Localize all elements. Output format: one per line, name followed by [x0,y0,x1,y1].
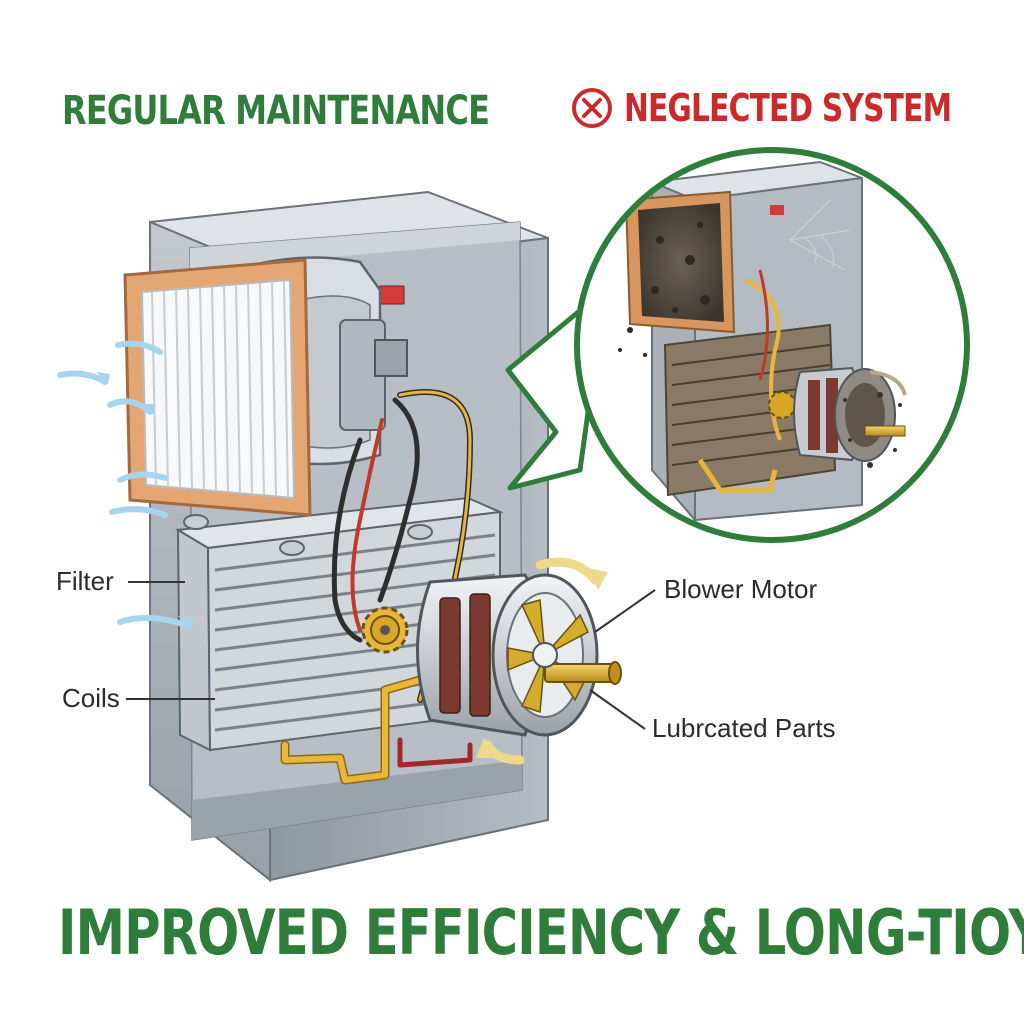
callout-coils: Coils [62,683,120,713]
copper-pipes [280,675,473,785]
prohibited-x-circle-icon [572,88,612,128]
bottom-banner-title: IMPROVED EFFICIENCY & LONG-TIOY [58,896,1024,969]
main-unit [57,190,622,883]
indicator-light [379,285,405,305]
neglected-system-title: NEGLECTED SYSTEM [624,86,952,130]
blower-motor [416,573,622,737]
airflow-arrow-icon [57,340,191,629]
leader-lines [126,581,656,730]
regular-maintenance-title: REGULAR MAINTENANCE [62,88,490,134]
callout-lubricated-parts: Lubrcated Parts [652,713,836,743]
neglected-inset [505,147,970,543]
clean-filter [123,258,312,517]
gear [361,606,409,654]
callout-filter: Filter [56,566,114,596]
callout-blower-motor: Blower Motor [664,574,818,604]
